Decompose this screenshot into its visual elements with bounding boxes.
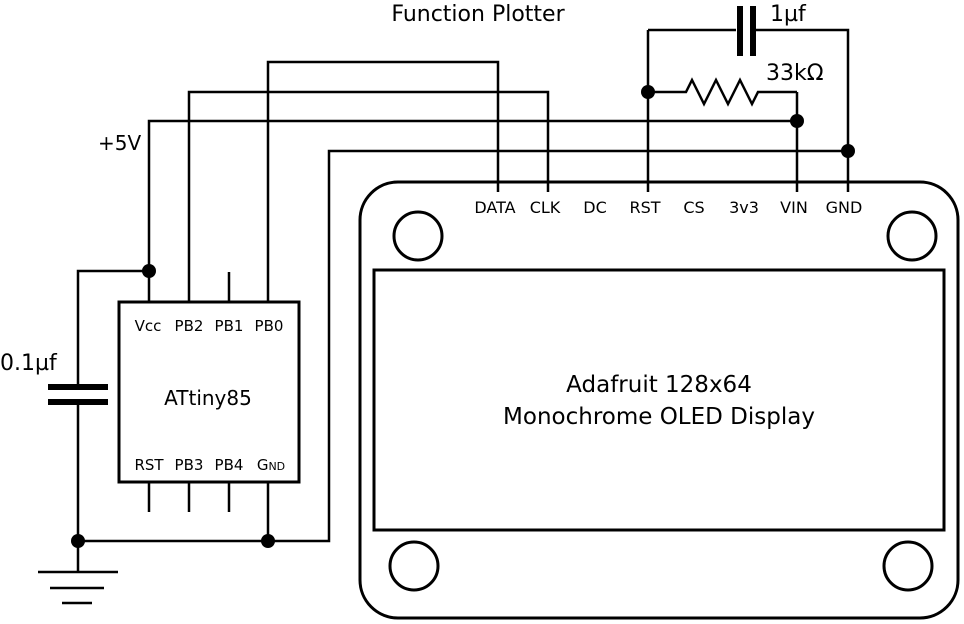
mcu-pin-label: RST bbox=[134, 456, 164, 474]
wire-gnd-rail bbox=[78, 149, 848, 543]
ground-symbol bbox=[38, 570, 118, 605]
oled-display-board bbox=[358, 180, 960, 620]
wire-cap-right bbox=[756, 28, 850, 192]
mounting-hole bbox=[882, 540, 934, 592]
attiny85-chip bbox=[117, 272, 301, 512]
display-pin-label: DATA bbox=[474, 198, 515, 217]
display-pin-label: VIN bbox=[780, 198, 808, 217]
mcu-pin-label: Vcc bbox=[135, 317, 162, 335]
feedback-resistor-label: 33kΩ bbox=[766, 61, 824, 86]
junction-dot bbox=[261, 534, 275, 548]
wire-pb0-data bbox=[266, 60, 500, 302]
mcu-gnd-label-main: G bbox=[257, 456, 269, 474]
display-pin-label: CS bbox=[683, 198, 704, 217]
diagram-title: Function Plotter bbox=[391, 2, 565, 27]
wire-5v-vin bbox=[147, 119, 797, 302]
display-pin-label: GND bbox=[826, 198, 863, 217]
mcu-pin-label: PB1 bbox=[215, 317, 244, 335]
junction-dot bbox=[841, 144, 855, 158]
wire-decoupling-top bbox=[76, 269, 149, 385]
display-name-line2: Monochrome OLED Display bbox=[503, 404, 815, 430]
junction-dot bbox=[142, 264, 156, 278]
display-pin-label: 3v3 bbox=[729, 198, 759, 217]
mounting-hole bbox=[392, 210, 444, 262]
mcu-pin-label: PB4 bbox=[215, 456, 244, 474]
display-pin-label: DC bbox=[583, 198, 607, 217]
decoupling-cap-label: 0.1µf bbox=[0, 351, 58, 376]
oled-screen bbox=[372, 268, 946, 532]
mcu-pin-label: PB0 bbox=[255, 317, 284, 335]
junction-dot bbox=[641, 85, 655, 99]
mcu-name: ATtiny85 bbox=[164, 386, 252, 410]
junction-dot bbox=[71, 534, 85, 548]
mcu-gnd-label: GND bbox=[257, 456, 285, 474]
mcu-pin-label: PB3 bbox=[175, 456, 204, 474]
mcu-gnd-label-small: ND bbox=[268, 460, 285, 473]
display-pin-label: CLK bbox=[530, 198, 561, 217]
display-name-line1: Adafruit 128x64 bbox=[566, 372, 752, 398]
resistor-33k bbox=[648, 77, 797, 107]
junction-dot bbox=[790, 114, 804, 128]
display-pin-label: RST bbox=[629, 198, 660, 217]
wire-pb2-clk bbox=[187, 90, 550, 302]
feedback-cap-label: 1µf bbox=[770, 2, 807, 27]
mounting-hole bbox=[388, 540, 440, 592]
mcu-pin-label: PB2 bbox=[175, 317, 204, 335]
supply-label: +5V bbox=[98, 131, 141, 155]
mounting-hole bbox=[886, 210, 938, 262]
